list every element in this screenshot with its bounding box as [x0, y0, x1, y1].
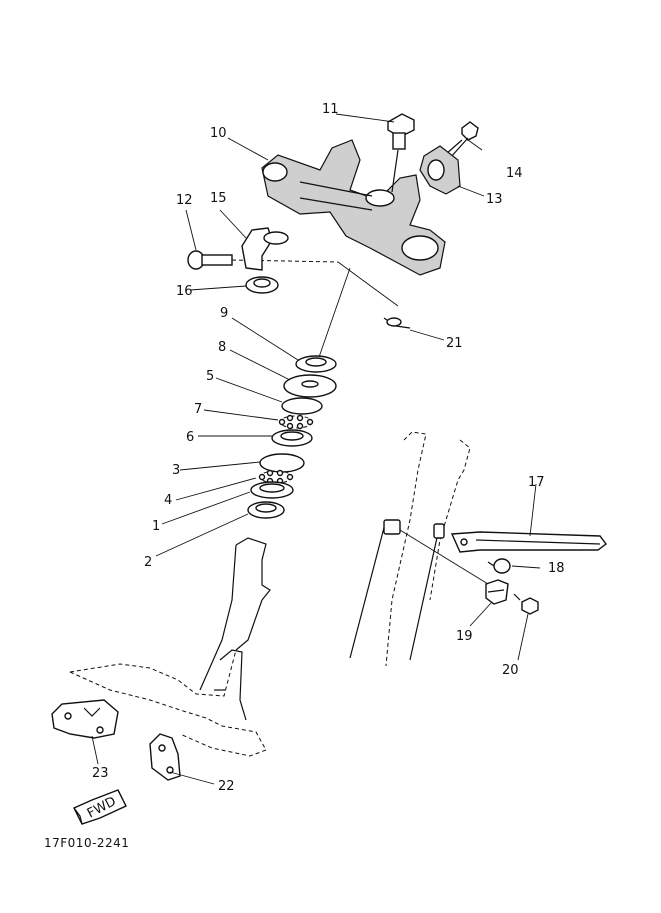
callout-10: 10: [210, 126, 227, 141]
callout-3: 3: [172, 463, 180, 478]
cover-5: [281, 397, 323, 415]
callout-17: 17: [528, 475, 545, 490]
bolt-11: [387, 113, 415, 193]
callout-20: 20: [502, 663, 519, 678]
callout-4: 4: [164, 493, 172, 508]
callout-13: 13: [486, 192, 503, 207]
bolt-18: [487, 558, 511, 574]
holder-13: [419, 145, 461, 195]
callout-16: 16: [176, 284, 193, 299]
callout-22: 22: [218, 779, 235, 794]
balls-7: [278, 414, 314, 430]
plate-22: [149, 733, 181, 781]
callout-11: 11: [322, 102, 339, 117]
under-bracket: [69, 537, 271, 757]
balls-4: [258, 469, 294, 485]
callout-21: 21: [446, 336, 463, 351]
bracket-15: [241, 227, 289, 271]
callout-labels: 1 2 3 4 5 6 7 8 9 10 11 12 13 14 15 16 1…: [92, 102, 565, 794]
guide-17: [450, 531, 607, 553]
washer-16: [245, 276, 279, 294]
callout-18: 18: [548, 561, 565, 576]
washer-8: [283, 374, 337, 398]
diagram-code: 17F010-2241: [44, 836, 130, 850]
plate-23: [51, 699, 119, 739]
callout-8: 8: [218, 340, 226, 355]
ring-nut-9: [295, 355, 337, 373]
race-1: [250, 481, 294, 499]
callout-2: 2: [144, 555, 152, 570]
callout-5: 5: [206, 369, 214, 384]
callout-9: 9: [220, 306, 228, 321]
bolt-14: [445, 121, 479, 159]
fwd-arrow-icon: FWD: [73, 789, 127, 825]
front-fork-outline: [349, 431, 471, 667]
upper-bracket: [261, 139, 446, 276]
race-6: [271, 429, 313, 447]
callout-1: 1: [152, 519, 160, 534]
callout-6: 6: [186, 430, 194, 445]
callout-23: 23: [92, 766, 109, 781]
callout-19: 19: [456, 629, 473, 644]
callout-7: 7: [194, 402, 202, 417]
callout-12: 12: [176, 193, 193, 208]
callout-14: 14: [506, 166, 523, 181]
clamp-19: [399, 529, 509, 605]
seal-2: [247, 501, 285, 519]
cover-3: [259, 453, 305, 473]
clip-21: [337, 261, 411, 329]
leader-lines: [91, 113, 541, 785]
bolt-20: [513, 593, 539, 615]
callout-15: 15: [210, 191, 227, 206]
